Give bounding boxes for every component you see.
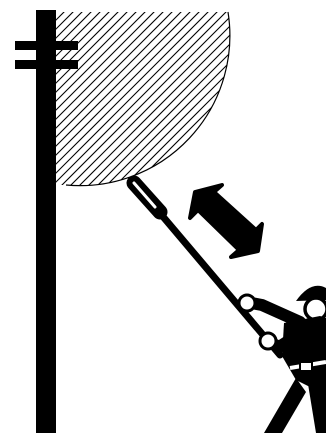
hatch-line [83,0,283,200]
hatch-line [227,0,326,200]
hatch-line [164,0,326,200]
utility-pole-icon [15,10,78,433]
hatch-line [101,0,301,200]
hatch-line [38,0,238,200]
hatch-line [0,0,40,200]
hatch-line [236,0,326,200]
hatch-line [56,0,256,200]
hatch-line [146,0,326,200]
hatch-line [74,0,274,200]
hatch-line [0,0,157,200]
hatch-line [191,0,326,200]
hatch-line [0,0,148,200]
hatch-line [110,0,310,200]
hatch-line [29,0,229,200]
hatch-line [0,0,193,200]
hatch-line [0,0,121,200]
hatch-line [245,0,326,200]
hatch-line [182,0,326,200]
hatch-line [173,0,326,200]
hatch-line [0,0,166,200]
hatch-line [0,0,175,200]
hatch-line [254,0,326,200]
keep-distance-arrow-icon [190,185,262,257]
hatch-line [2,0,202,200]
hatch-line [65,0,265,200]
hatch-line [200,0,326,200]
hatch-line [128,0,326,200]
hatch-line [218,0,326,200]
lineworker-with-hardhat-icon [239,286,326,433]
hatch-line [92,0,292,200]
hatch-line [119,0,319,200]
